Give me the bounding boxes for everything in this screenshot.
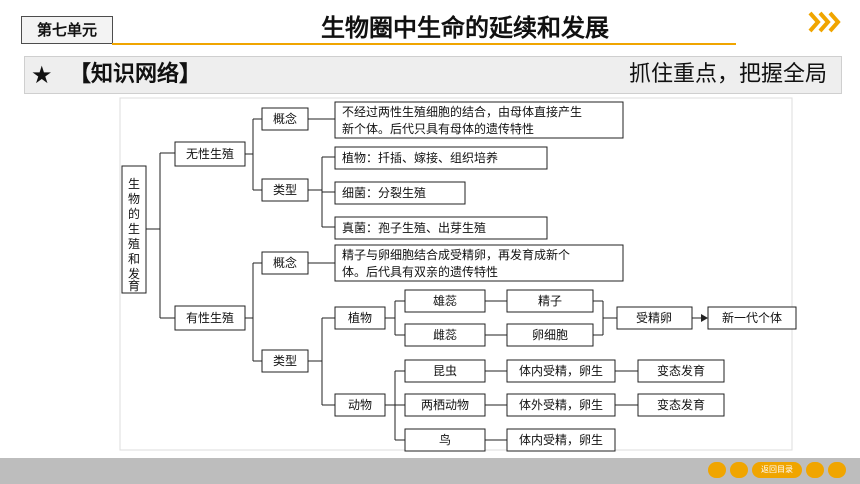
animal-branch	[385, 370, 405, 441]
root-node: 生 物 的 生 殖 和 发 育	[121, 165, 147, 294]
unit-label: 第七单元	[21, 16, 113, 44]
page-title: 生物圈中生命的延续和发展	[321, 14, 609, 42]
asexual-concept-label: 概念	[273, 111, 297, 126]
insect-development-node	[637, 359, 725, 383]
asexual-type-plant-box	[334, 146, 548, 170]
root-char: 育	[128, 278, 140, 293]
last-page-button[interactable]	[828, 462, 846, 478]
footer-bar: 返回目录	[0, 458, 860, 484]
root-char: 物	[128, 192, 140, 206]
new-generation-label: 新一代个体	[722, 310, 782, 325]
root-char: 和	[128, 252, 140, 266]
arrow-right-icon	[701, 314, 708, 322]
sexual-concept-line-1: 精子与卵细胞结合成受精卵，再发育成新个	[342, 247, 570, 262]
sexual-branch	[245, 262, 262, 362]
root-char: 殖	[128, 236, 140, 251]
root-branch	[146, 152, 175, 319]
egg-label: 卵细胞	[532, 328, 568, 342]
asexual-concept-line-1: 不经过两性生殖细胞的结合，由母体直接产生	[342, 104, 582, 119]
back-to-contents-button[interactable]: 返回目录	[752, 462, 802, 478]
sexual-types-label: 类型	[273, 354, 297, 368]
plant-label: 植物	[348, 310, 372, 325]
sexual-concept-line-2: 体。后代具有双亲的遗传特性	[342, 264, 498, 279]
zygote-label: 受精卵	[636, 311, 672, 325]
amphibian-development-label: 变态发育	[657, 397, 705, 412]
asexual-types-label: 类型	[273, 183, 297, 197]
sexual-concept-label: 概念	[273, 255, 297, 270]
bird-label: 鸟	[439, 432, 451, 447]
section-banner: ★ 【知识网络】 抓住重点，把握全局	[24, 56, 842, 94]
asexual-type-bacteria-box	[334, 181, 466, 205]
next-arrows-icon[interactable]	[806, 8, 844, 36]
animal-label: 动物	[348, 398, 372, 412]
section-slogan: 抓住重点，把握全局	[628, 62, 827, 87]
knowledge-network-diagram: 生 物 的 生 殖 和 发 育 无性生殖 概念 不经过两性生殖细胞的结合，由母体…	[119, 97, 797, 452]
next-page-button[interactable]	[806, 462, 824, 478]
asexual-type-bacteria: 细菌：分裂生殖	[342, 185, 426, 200]
bird-fert-node	[506, 428, 616, 452]
asexual-concept-line-2: 新个体。后代只具有母体的遗传特性	[342, 121, 534, 136]
header-underline	[112, 43, 736, 45]
plant-branch	[385, 300, 405, 336]
insect-development-label: 变态发育	[657, 363, 705, 378]
asexual-branch	[245, 118, 262, 191]
prev-page-button[interactable]	[730, 462, 748, 478]
asexual-label: 无性生殖	[186, 146, 234, 161]
amphibian-fert-label: 体外受精，卵生	[519, 398, 603, 412]
asexual-node	[174, 141, 246, 167]
asexual-type-fungi: 真菌：孢子生殖、出芽生殖	[342, 220, 486, 235]
bird-fert-label: 体内受精，卵生	[519, 433, 603, 447]
root-char: 生	[128, 222, 140, 236]
sperm-label: 精子	[538, 294, 562, 308]
root-char: 发	[128, 266, 140, 281]
root-char: 的	[128, 206, 140, 221]
fertilization-merge	[593, 300, 617, 336]
asexual-type-fungi-box	[334, 216, 548, 240]
sexual-label: 有性生殖	[186, 310, 234, 325]
asexual-concept-box	[334, 101, 624, 139]
asexual-type-plant: 植物：扦插、嫁接、组织培养	[342, 150, 498, 165]
asexual-types-branch	[308, 156, 335, 228]
amphibian-development-node	[637, 393, 725, 417]
pistil-label: 雌蕊	[433, 327, 457, 342]
section-heading: 【知识网络】	[69, 62, 202, 87]
sexual-types-branch	[308, 317, 335, 406]
insect-label: 昆虫	[433, 364, 457, 378]
amphibian-label: 两栖动物	[421, 397, 469, 412]
root-char: 生	[128, 177, 140, 191]
stamen-label: 雄蕊	[433, 293, 457, 308]
insect-fert-label: 体内受精，卵生	[519, 364, 603, 378]
sexual-concept-box	[334, 244, 624, 282]
star-icon: ★	[31, 61, 53, 89]
new-generation-node	[707, 306, 797, 330]
first-page-button[interactable]	[708, 462, 726, 478]
